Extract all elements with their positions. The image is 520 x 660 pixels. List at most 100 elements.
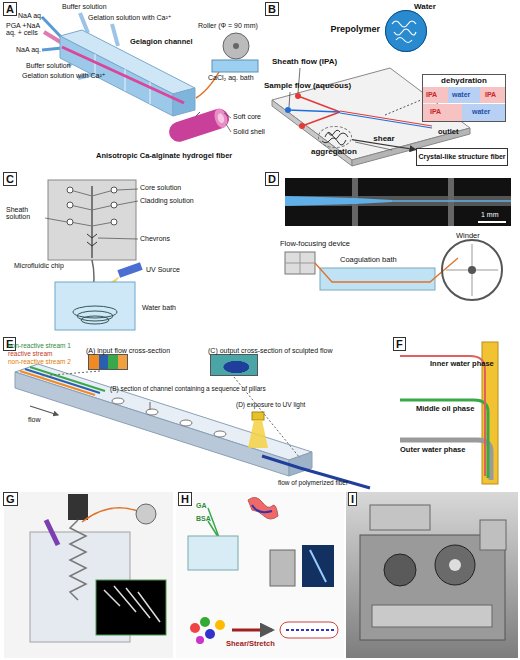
panel-a-illustration — [125, 69, 126, 91]
part-label: Coagulation bath — [340, 256, 397, 264]
panel-i-illustration — [346, 492, 518, 658]
panel-h-illustration — [205, 629, 215, 639]
part-label: CaCl₂ aq. bath — [208, 74, 254, 81]
panel-g-illustration — [4, 492, 173, 658]
panel-d-illustration — [446, 244, 498, 296]
panel-a-illustration — [150, 82, 151, 104]
part-label: BSA — [196, 515, 211, 522]
panel-e-illustration — [289, 452, 312, 476]
panel-b-illustration — [480, 87, 505, 103]
panel-a-illustration — [212, 60, 258, 72]
panel-g-illustration — [136, 504, 156, 524]
panel-f-illustration — [400, 400, 488, 478]
part-label: outlet — [438, 128, 458, 136]
panel-e-illustration — [112, 398, 124, 404]
part-label: NaA aq. — [16, 46, 41, 53]
panel-a-illustration — [112, 24, 118, 46]
panel-b-illustration — [289, 92, 290, 107]
panel-h-illustration — [270, 550, 295, 586]
panel-b-illustration — [462, 104, 505, 121]
panel-i-illustration — [372, 605, 492, 627]
panel-e-illustration — [30, 406, 58, 415]
part-label: Gelagion channel — [130, 38, 193, 46]
part-label: water — [472, 108, 490, 115]
prepolymer-circle: PrepolymerWater — [385, 10, 427, 52]
panel-letter: D — [265, 172, 279, 186]
panel-c-illustration — [117, 201, 138, 205]
panel-f-illustration — [400, 342, 498, 484]
panel: I — [345, 490, 520, 660]
panel-b-illustration — [423, 104, 462, 121]
panel-g-illustration — [96, 580, 166, 635]
part-label: Buffer solution — [62, 3, 107, 10]
part-label: NaA aq. — [18, 12, 43, 19]
part-label: Microfluidic chip — [14, 262, 64, 269]
node-text: aggregation — [311, 147, 357, 156]
panel-a-illustration — [44, 32, 62, 43]
panel-a-illustration — [224, 113, 231, 118]
panel-h-illustration — [286, 629, 334, 631]
panel-e-illustration — [262, 456, 370, 488]
panel-d-illustration — [285, 196, 392, 206]
panel-b-illustration — [448, 87, 480, 103]
node-text: (A) input flow cross-section — [86, 347, 170, 354]
panel-c-illustration — [111, 187, 117, 193]
panel-h-illustration — [280, 622, 338, 638]
panel-e-illustration — [15, 364, 312, 460]
panel-h-illustration — [190, 623, 200, 633]
panel-c-illustration — [70, 190, 114, 226]
part-label: Soft core — [233, 113, 261, 120]
panel-c-illustration — [55, 282, 135, 330]
part-label: Sample flow (aqueous) — [264, 82, 351, 90]
panel-b-illustration — [322, 130, 348, 145]
panel-c-illustration — [67, 187, 73, 193]
panel-a-illustration — [226, 124, 231, 132]
panel-i-illustration — [370, 505, 430, 530]
part-label: Winder — [456, 232, 480, 240]
panel-letter: C — [3, 172, 17, 186]
result-box: Crystal-like structure fiber — [416, 148, 508, 166]
panel-d-illustration — [285, 252, 315, 274]
node-text: Crystal-like structure fiber — [418, 153, 505, 161]
panel-e-illustration — [15, 364, 370, 488]
part-label: Flow-focusing device — [280, 240, 350, 248]
panel-letter: H — [178, 492, 192, 506]
panel-b-illustration — [272, 100, 352, 166]
panel-g-illustration — [82, 508, 140, 522]
part-label: Solid shell — [233, 128, 265, 135]
panel-c-illustration — [45, 218, 67, 222]
panel: G — [0, 490, 175, 660]
part-label: Inner water phase — [430, 360, 494, 368]
panel-i-illustration — [449, 559, 461, 571]
panel-b-illustration — [392, 21, 416, 43]
panel-f-illustration — [400, 440, 491, 480]
panel-d-illustration — [392, 200, 511, 202]
part-label: Anisotropic Ca-alginate hydrogel fiber — [96, 152, 232, 160]
panel-h-illustration — [208, 508, 220, 540]
panel-c-illustration — [117, 189, 138, 190]
part-label: PGA +NaA aq. + cells — [6, 22, 48, 37]
panel-b-illustration — [355, 142, 392, 150]
panel-h-illustration — [248, 497, 278, 519]
part-label: IPA — [485, 91, 496, 98]
part-label: flow — [28, 416, 40, 423]
part-label: (B) section of channel containing a sequ… — [110, 386, 266, 393]
svg-part — [166, 106, 231, 144]
cross-section-square: (A) input flow cross-section — [88, 354, 128, 370]
panel-g-illustration — [68, 494, 88, 520]
part-label: (D) exposure to UV light — [236, 402, 305, 409]
panel-g-illustration — [104, 586, 160, 622]
panel-d-illustration — [442, 240, 502, 300]
panel-b-illustration — [385, 100, 421, 115]
panel-c-illustration — [111, 202, 117, 208]
part-label: UV Source — [146, 266, 180, 273]
panel-e-illustration — [146, 409, 158, 415]
panel-b-illustration — [288, 110, 340, 112]
panel-c-illustration — [98, 238, 138, 239]
part-label: IPA — [430, 108, 441, 115]
part-label: water — [452, 91, 470, 98]
panel-c-illustration — [87, 234, 97, 246]
panel-e-illustration — [15, 372, 289, 476]
panel-b-illustration — [285, 107, 291, 113]
